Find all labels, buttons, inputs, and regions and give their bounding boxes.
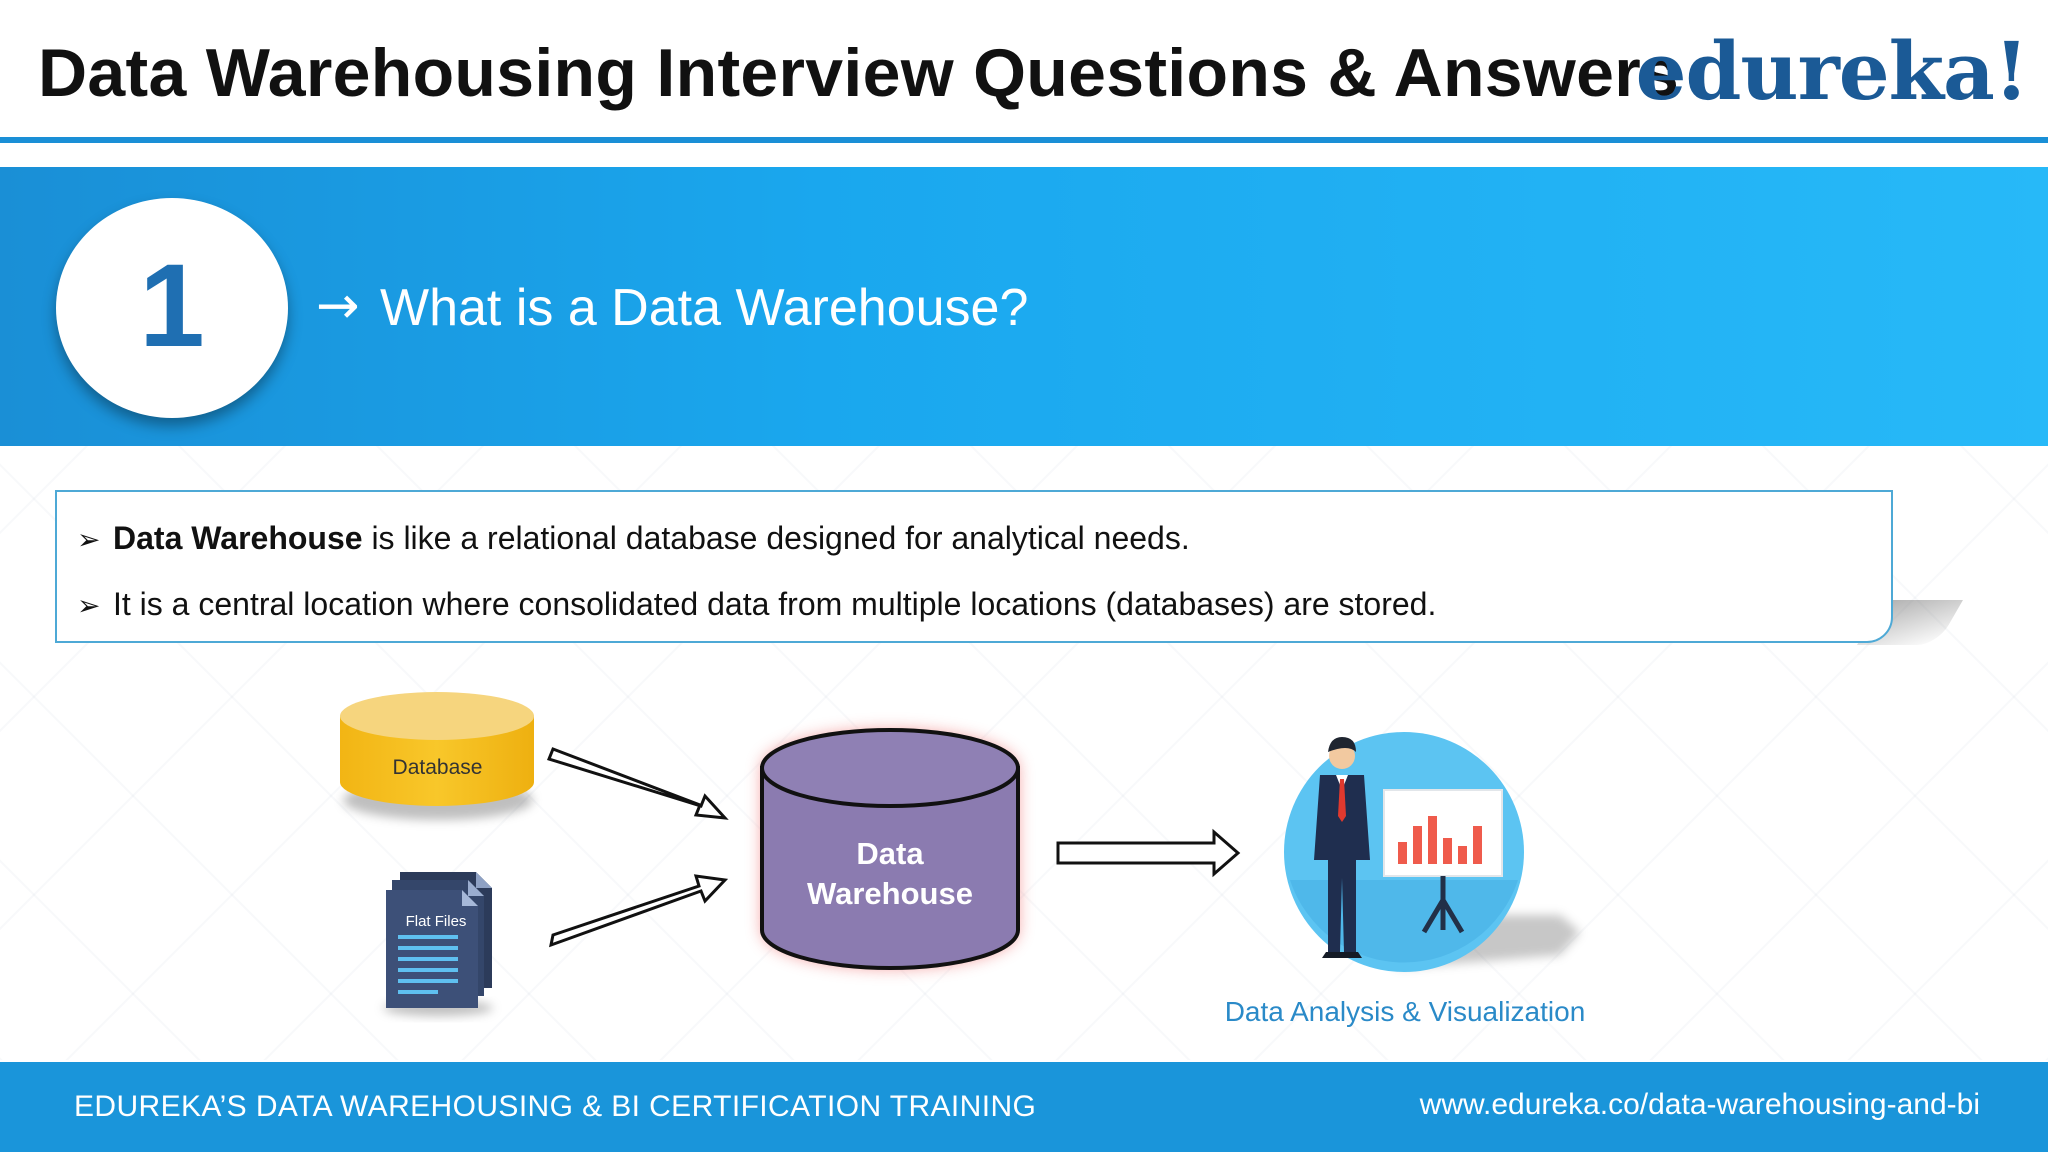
bullet-arrow-icon: ➢	[77, 523, 101, 556]
arrow-warehouse-to-analysis	[1056, 828, 1241, 878]
answer-box: ➢ Data Warehouse is like a relational dat…	[55, 490, 1893, 643]
data-warehouse-label-line1: Data	[856, 836, 924, 871]
question-text: What is a Data Warehouse?	[380, 279, 1029, 337]
footer-url: www.edureka.co/data-warehousing-and-bi	[1419, 1088, 1980, 1121]
bullet-item-1: ➢ Data Warehouse is like a relational dat…	[77, 520, 1190, 557]
bullet-emphasis: Data Warehouse	[113, 520, 363, 556]
data-warehouse-label: Data Warehouse	[760, 834, 1020, 914]
bullet-arrow-icon: ➢	[77, 589, 101, 622]
flat-files-label: Flat Files	[405, 913, 467, 930]
analysis-visualization-label: Data Analysis & Visualization	[1224, 996, 1586, 1027]
presenter-chart-icon	[1284, 732, 1580, 972]
edureka-logo: edureka!	[1635, 24, 2029, 118]
data-warehouse-label-line2: Warehouse	[807, 876, 973, 911]
footer: EDUREKA’S DATA WAREHOUSING & BI CERTIFIC…	[0, 1062, 2048, 1152]
header-divider	[0, 137, 2048, 143]
question-number-badge: 1	[56, 198, 288, 418]
bullet-text: It is a central location where consolida…	[113, 586, 1437, 622]
arrow-flatfiles-to-warehouse	[549, 874, 729, 948]
database-icon	[340, 692, 534, 820]
bullet-text: is like a relational database designed f…	[362, 520, 1190, 556]
flat-files-icon	[383, 872, 493, 1016]
arrow-database-to-warehouse	[547, 747, 729, 820]
page-title: Data Warehousing Interview Questions & A…	[38, 35, 1680, 111]
header: Data Warehousing Interview Questions & A…	[0, 0, 2048, 143]
arrow-right-icon: →	[316, 276, 360, 336]
question-number: 1	[139, 240, 205, 372]
question-band	[0, 167, 2048, 446]
data-warehouse-icon	[760, 728, 1020, 970]
bullet-item-2: ➢ It is a central location where consolid…	[77, 586, 1436, 623]
database-label: Database	[392, 756, 483, 779]
footer-course-title: EDUREKA’S DATA WAREHOUSING & BI CERTIFIC…	[74, 1090, 1037, 1123]
